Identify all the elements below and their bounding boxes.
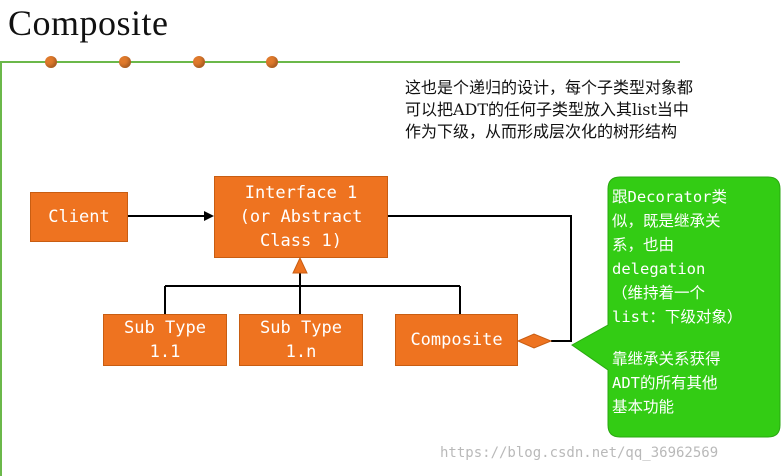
interface-box: Interface 1 (or Abstract Class 1) [214,176,388,258]
client-label: Client [48,207,110,227]
subtype-1-n-box: Sub Type 1.n [239,314,363,366]
inheritance-triangle-icon [292,256,308,274]
callout-line-9: ADT的所有其他 [612,374,718,392]
callout-line-2: 似，既是继承关 [612,212,721,230]
callout-line-8: 靠继承关系获得 [612,350,721,368]
aggregation-line [388,215,572,342]
interface-label-line-1: Interface 1 [244,183,358,203]
callout-text: 跟Decorator类 似，既是继承关 系，也由 delegation （维持着… [612,185,777,419]
composite-label: Composite [410,330,503,350]
association-arrowhead [204,211,214,221]
title-underline [0,61,680,63]
note-line-1: 这也是个递归的设计，每个子类型对象都 [405,78,694,97]
subtype-1-n-label-line-2: 1.n [285,342,317,362]
callout-line-6: list：下级对象） [612,308,743,326]
subtype-1-1-box: Sub Type 1.1 [103,314,227,366]
callout-shape [571,176,781,438]
composite-box: Composite [395,314,518,366]
callout-line-7 [612,329,777,347]
callout-line-5: （维持着一个 [612,284,706,302]
slide-title: Composite [8,3,169,43]
left-border-line [0,61,2,476]
interface-label-line-3: Class 1) [260,231,342,251]
explanation-note: 这也是个递归的设计，每个子类型对象都 可以把ADT的任何子类型放入其list当中… [405,77,775,143]
note-line-3: 作为下级，从而形成层次化的树形结构 [405,122,678,141]
aggregation-diamond-icon [516,333,553,349]
subtype-1-n-label-line-1: Sub Type [260,318,342,338]
callout-line-3: 系，也由 [612,236,675,254]
callout-line-4: delegation [612,260,706,278]
decorative-dot-4 [266,56,278,68]
client-box: Client [30,192,128,242]
callout-bubble: 跟Decorator类 似，既是继承关 系，也由 delegation （维持着… [571,175,781,440]
decorative-dot-1 [45,56,57,68]
callout-line-10: 基本功能 [612,398,675,416]
decorative-dot-2 [119,56,131,68]
callout-line-1: 跟Decorator类 [612,188,727,206]
decorative-dot-3 [193,56,205,68]
source-watermark: https://blog.csdn.net/qq_36962569 [440,445,719,461]
interface-label-line-2: (or Abstract [239,207,363,227]
subtype-1-1-label-line-1: Sub Type [124,318,206,338]
note-line-2: 可以把ADT的任何子类型放入其list当中 [405,100,689,119]
subtype-1-1-label-line-2: 1.1 [149,342,181,362]
